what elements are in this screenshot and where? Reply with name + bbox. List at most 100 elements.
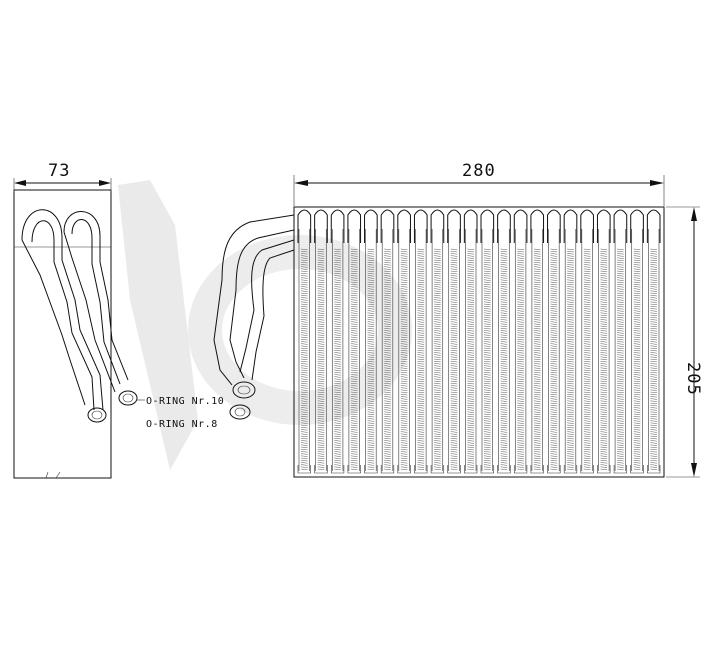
oring-small-label: O-RING Nr.8 (146, 419, 218, 430)
tube-bottom (497, 465, 511, 474)
core-tube (580, 209, 594, 474)
tube-fins (583, 248, 591, 471)
tube-bottom (513, 465, 528, 474)
tube-fins (334, 248, 341, 471)
tube-cap (513, 209, 528, 243)
tube-fins (500, 248, 508, 471)
tube-cap (380, 209, 395, 243)
tube-bottom (447, 465, 461, 474)
core-tube (646, 209, 661, 474)
core-tube (413, 209, 428, 474)
tube-bottom (414, 465, 428, 474)
tube-cap (447, 209, 461, 243)
side-view-body (13, 189, 112, 479)
watermark-logo (118, 180, 412, 470)
dim-73-arrow-right (99, 180, 111, 186)
tube-fins (434, 248, 441, 471)
dim-280-arrow-left (294, 180, 308, 186)
tube-bottom (397, 465, 411, 474)
tube-fins (633, 248, 641, 471)
tube-fins (650, 248, 658, 471)
tube-bottom (380, 465, 395, 474)
core-tube (297, 209, 312, 474)
tube-cap (630, 209, 644, 243)
core-tube (447, 209, 461, 474)
front-fitting-small-inner (234, 407, 246, 417)
dim-205-label: 205 (683, 362, 703, 396)
side-pipe-loop-right-inner (71, 219, 121, 385)
tube-bottom (464, 465, 478, 474)
tube-fins (367, 248, 375, 471)
tube-cap (397, 209, 411, 243)
side-pipe-loop-left-inner (31, 220, 95, 411)
tube-cap (547, 209, 561, 243)
tube-bottom (630, 465, 644, 474)
core-tube (613, 209, 628, 474)
oring-large-label: O-RING Nr.10 (146, 396, 224, 407)
tube-cap (463, 209, 478, 243)
core-tube (530, 209, 545, 474)
core-outline (293, 206, 665, 478)
front-view: 280 205 (213, 161, 703, 478)
side-pipe-loop-left (21, 209, 104, 411)
tube-fins (400, 248, 408, 471)
tube-bottom (314, 465, 328, 474)
tube-bottom (597, 465, 611, 474)
tube-bottom (480, 465, 494, 474)
core-tube (563, 209, 578, 474)
side-pipe-left-outer (21, 239, 86, 406)
front-fitting-large-inner (237, 385, 251, 395)
core-tube (380, 209, 395, 474)
tube-fins (350, 248, 358, 471)
tube-bottom (430, 465, 445, 474)
tube-cap (613, 209, 628, 243)
core-tube (596, 209, 611, 474)
tube-cap (297, 209, 312, 243)
tube-fins (300, 248, 308, 471)
tube-bottom (547, 465, 561, 474)
tube-cap (580, 209, 594, 243)
core-tube (364, 209, 378, 474)
tube-bottom (297, 465, 311, 474)
dim-205-arrow-top (691, 207, 697, 221)
side-pipe-right-outer (63, 231, 116, 393)
core-tube (397, 209, 411, 474)
tube-cap (347, 209, 362, 243)
tube-bottom (330, 465, 345, 474)
tube-bottom (347, 465, 361, 474)
side-fitting-small-inner (91, 410, 103, 420)
tube-bottom (530, 465, 544, 474)
front-pipe-inner (229, 229, 295, 379)
tube-fins (317, 248, 325, 471)
tube-cap (646, 209, 661, 243)
tube-cap (413, 209, 428, 243)
front-pipe-outer (213, 214, 295, 386)
tube-fins (550, 248, 558, 471)
front-fitting-small (229, 404, 251, 420)
core-tube (513, 209, 528, 474)
core-tube (430, 209, 445, 474)
front-fitting-large (232, 381, 256, 399)
side-fitting-small (87, 407, 107, 423)
side-view: 73 (13, 161, 138, 479)
tube-cap (480, 209, 495, 243)
side-fitting-large-inner (122, 393, 134, 403)
tube-cap (563, 209, 578, 243)
tube-cap (497, 209, 511, 243)
core-tube (630, 209, 644, 474)
core-tubes (297, 209, 661, 474)
watermark-ring (188, 235, 412, 425)
side-fitting-large (118, 390, 138, 406)
tube-fins (384, 248, 391, 471)
tube-cap (330, 209, 345, 243)
tube-fins (567, 248, 574, 471)
tube-fins (617, 248, 624, 471)
side-pipe-loop-right (63, 211, 129, 381)
side-view-foot-mark-2 (55, 471, 61, 479)
dim-280-label: 280 (462, 161, 496, 181)
tube-bottom (364, 465, 378, 474)
core-tube (497, 209, 511, 474)
tube-fins (533, 248, 541, 471)
